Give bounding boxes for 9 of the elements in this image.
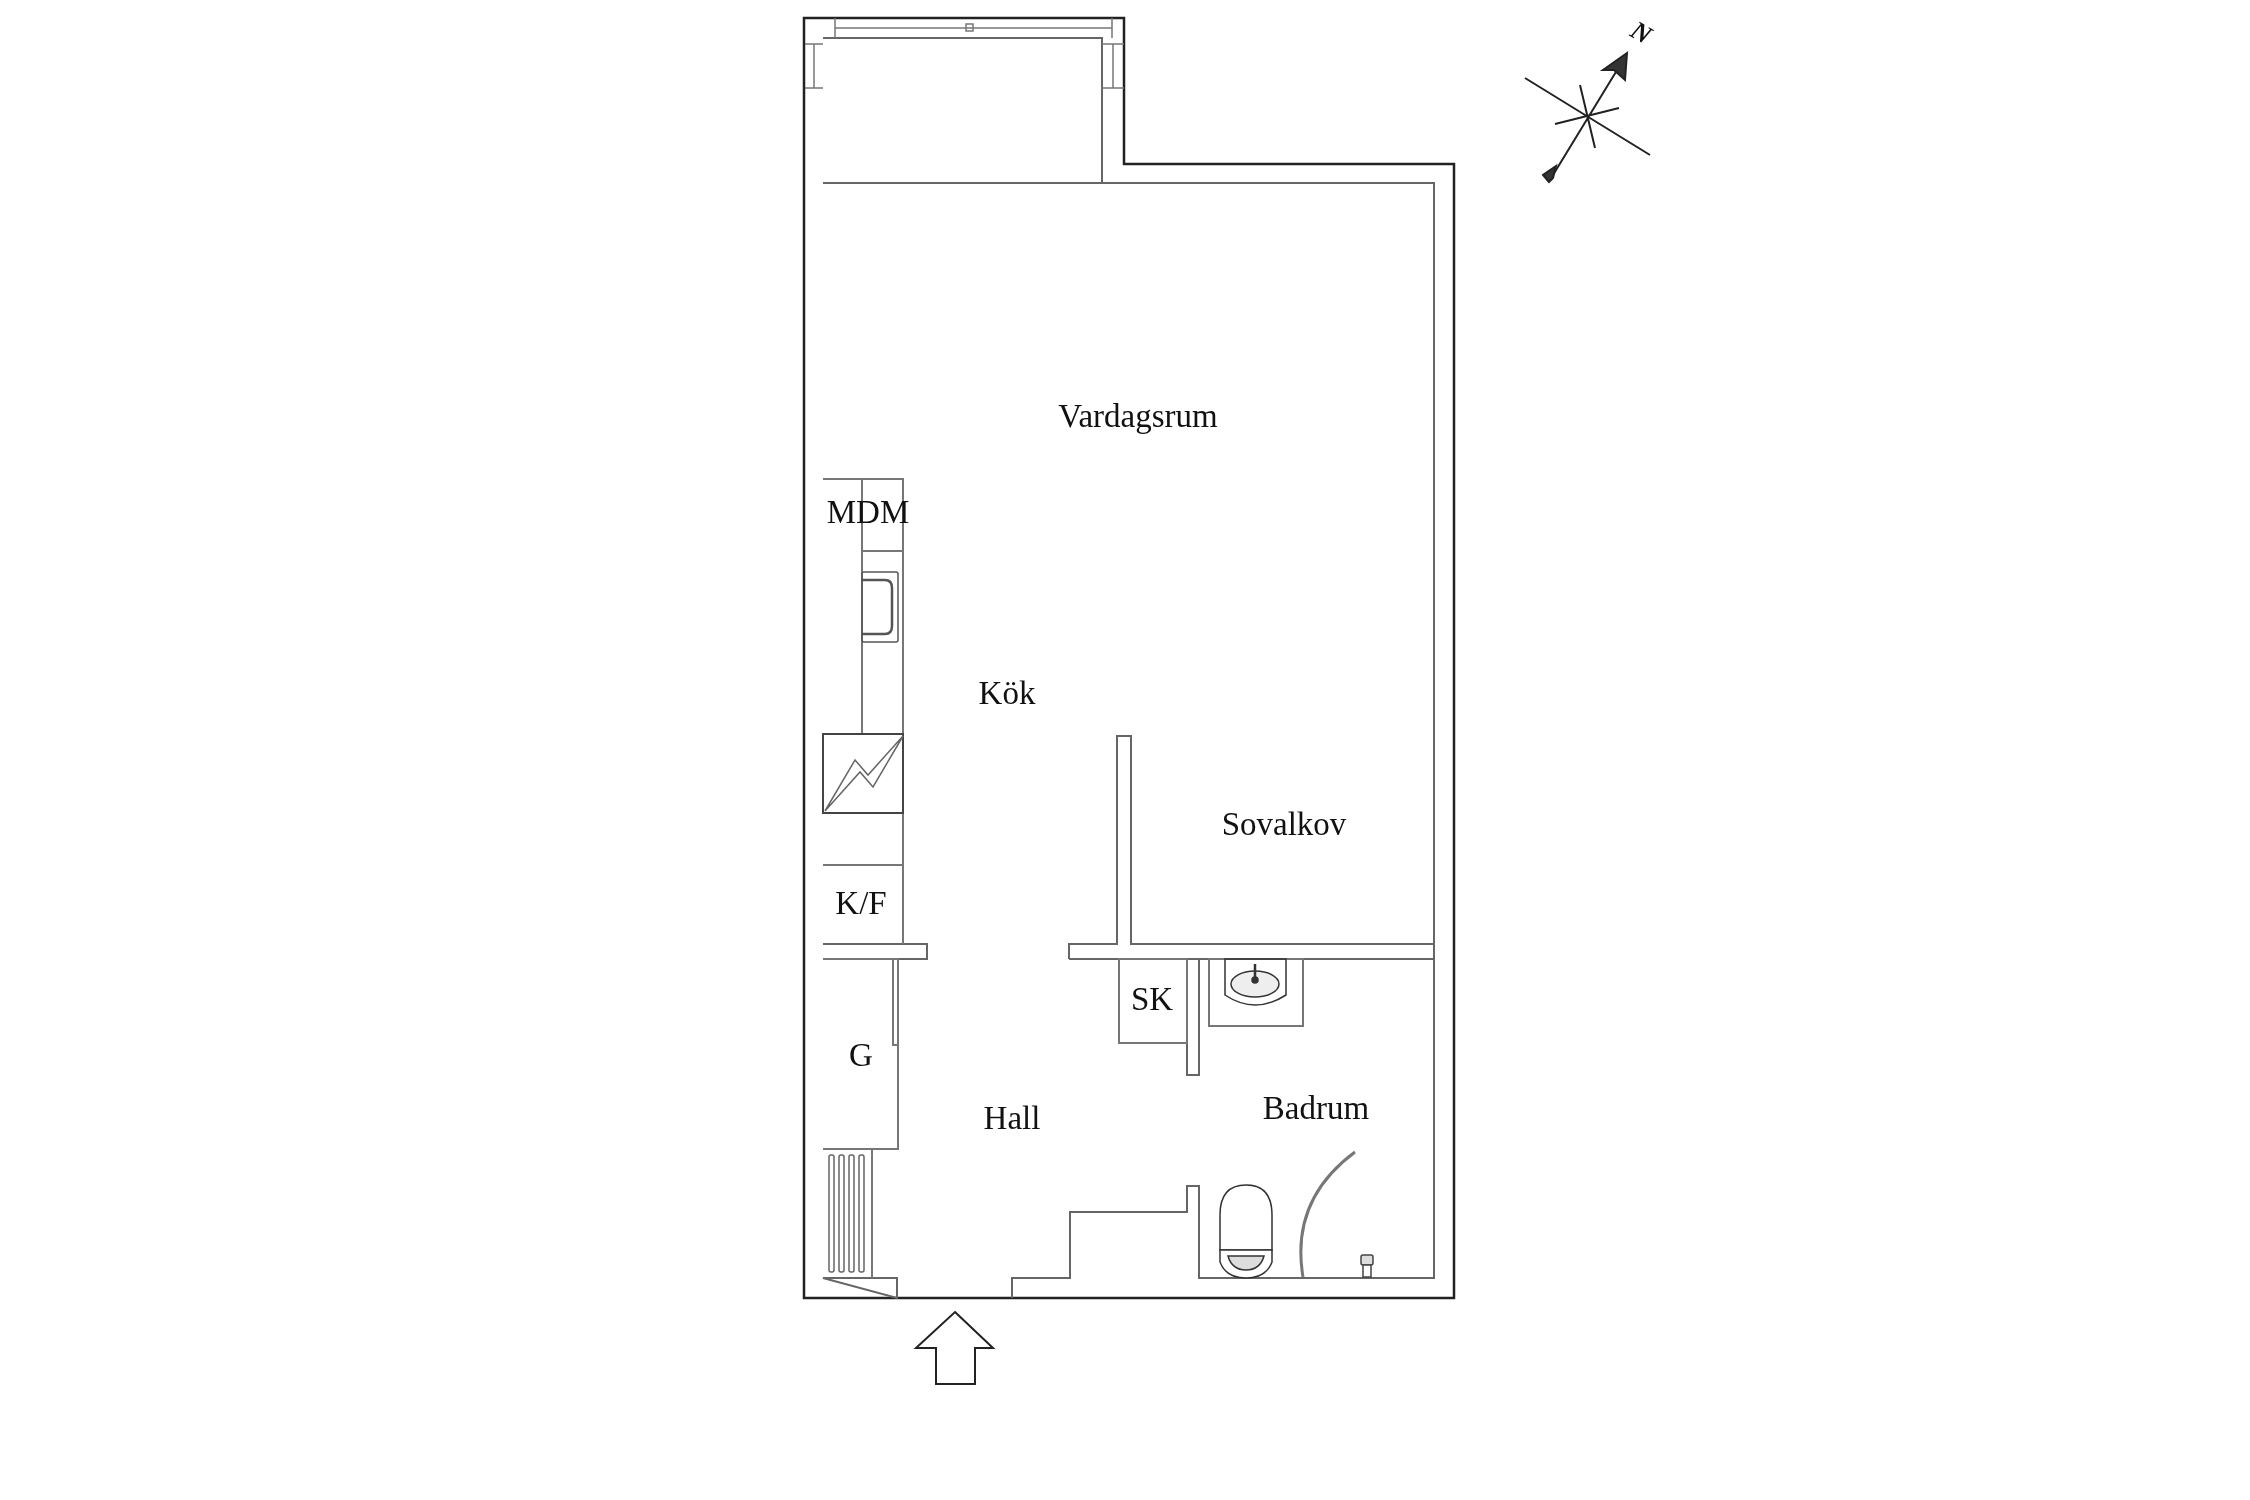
appliance-label: K/F	[835, 886, 887, 920]
closet-label: G	[849, 1038, 873, 1072]
closet-label: SK	[1130, 982, 1174, 1016]
room-label: Sovalkov	[1221, 807, 1347, 841]
room-label: Kök	[978, 676, 1036, 710]
room-label: Badrum	[1262, 1091, 1370, 1125]
room-label: Vardagsrum	[1058, 399, 1218, 433]
compass-direction-label: N	[1626, 17, 1656, 49]
room-label: Hall	[983, 1101, 1041, 1135]
